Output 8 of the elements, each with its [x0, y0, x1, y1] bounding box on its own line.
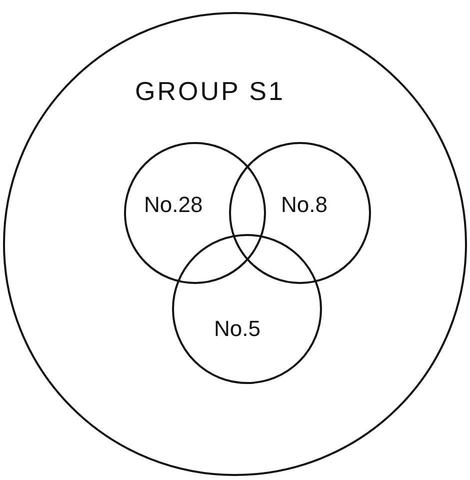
set-label: No.28 — [144, 192, 203, 218]
venn-circle — [124, 142, 266, 284]
set-label: No.8 — [281, 192, 328, 218]
group-title: GROUP S1 — [135, 76, 285, 107]
set-label: No.5 — [214, 316, 260, 342]
venn-circle — [172, 234, 322, 384]
venn-circle — [229, 142, 371, 284]
outer-circle — [3, 12, 467, 476]
